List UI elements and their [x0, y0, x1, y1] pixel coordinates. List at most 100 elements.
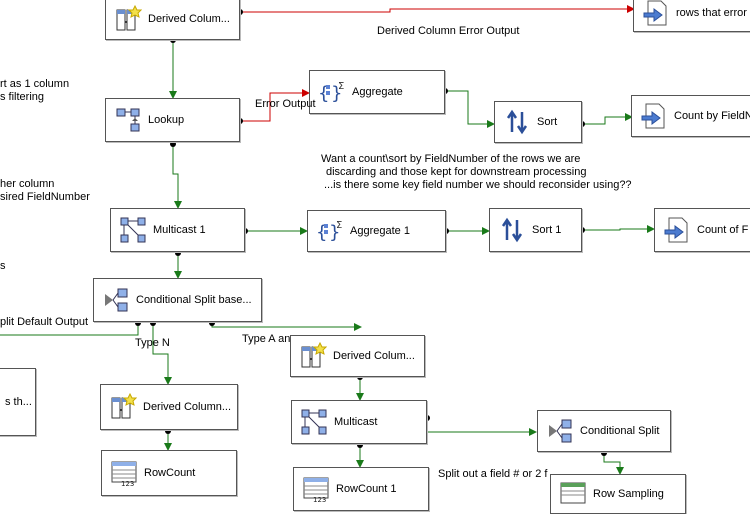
conditional-split-node[interactable]: Conditional Split — [537, 410, 671, 452]
path-sort1-to-countf[interactable] — [582, 225, 655, 233]
path-label-type-n: Type N — [135, 337, 170, 349]
port[interactable] — [237, 9, 243, 15]
multicast-icon — [301, 409, 327, 435]
path-multicast-to-csplit[interactable] — [426, 418, 537, 436]
annotation-line: her column — [0, 178, 55, 190]
sort-1-node[interactable]: Sort 1 — [489, 208, 582, 252]
multicast-1-node[interactable]: Multicast 1 — [110, 208, 245, 252]
conditional-split-icon — [105, 288, 128, 312]
node-label: Lookup — [148, 114, 185, 126]
annotation-line: ...is there some key field number we sho… — [324, 179, 632, 191]
multicast-icon — [120, 217, 146, 243]
multicast-node[interactable]: Multicast — [291, 400, 427, 444]
port[interactable] — [601, 450, 607, 456]
rowcount-icon: 123 — [111, 461, 137, 487]
derived-column-mid-node[interactable]: Derived Colum... — [290, 335, 425, 377]
node-label: Sort 1 — [532, 224, 562, 236]
derived-column-left-node[interactable]: Derived Column... — [100, 384, 238, 430]
error-path-derived-to-rows[interactable] — [240, 5, 635, 13]
annotation-center-note: Want a count\sort by FieldNumber of the … — [321, 153, 632, 192]
sort-node[interactable]: Sort — [494, 101, 582, 143]
port[interactable] — [237, 118, 243, 124]
node-label: Derived Colum... — [333, 350, 415, 362]
svg-text:Σ: Σ — [338, 81, 344, 92]
path-split-default-output[interactable] — [0, 323, 139, 336]
port[interactable] — [135, 320, 141, 326]
sort-icon — [501, 217, 523, 243]
node-label: Aggregate — [352, 86, 403, 98]
node-label: Aggregate 1 — [350, 225, 410, 237]
port[interactable] — [357, 442, 363, 448]
conditional-split-base-node[interactable]: Conditional Split base... — [93, 278, 262, 322]
derived-column-icon — [116, 5, 142, 31]
derived-column-top-node[interactable]: Derived Colum... — [105, 0, 240, 40]
rows-that-error-node[interactable]: rows that error — [633, 0, 750, 32]
path-type-a[interactable] — [211, 323, 362, 331]
sort-icon — [506, 109, 528, 135]
partial-left-node[interactable]: s th... — [0, 368, 36, 436]
aggregate-icon: { } Σ — [318, 81, 344, 104]
port[interactable] — [170, 37, 176, 43]
derived-column-icon — [111, 393, 137, 419]
destination-icon — [664, 217, 688, 243]
conditional-split-icon — [549, 419, 572, 443]
annotation-left-1: rt as 1 column s filtering — [0, 78, 69, 104]
port[interactable] — [579, 121, 585, 127]
annotation-left-3: s — [0, 260, 6, 272]
path-type-n[interactable] — [152, 323, 172, 385]
lookup-node[interactable]: Lookup — [105, 98, 240, 142]
lookup-icon — [116, 108, 140, 132]
annotation-line: rt as 1 column — [0, 78, 70, 90]
node-label: Conditional Split base... — [136, 294, 252, 306]
annotation-line: Want a count\sort by FieldNumber of the … — [321, 153, 581, 165]
path-sort-to-count[interactable] — [582, 113, 633, 125]
count-of-f-node[interactable]: Count of F — [654, 208, 750, 252]
aggregate-1-node[interactable]: { } Σ Aggregate 1 — [307, 210, 446, 252]
port[interactable] — [175, 250, 181, 256]
error-path-lookup-to-aggregate[interactable] — [240, 89, 310, 122]
aggregate-node[interactable]: { } Σ Aggregate — [309, 70, 445, 114]
node-label: rows that error — [676, 7, 747, 19]
path-aggregate-to-sort[interactable] — [445, 90, 495, 128]
port[interactable] — [150, 320, 156, 326]
row-sampling-node[interactable]: Row Sampling — [550, 474, 686, 514]
port[interactable] — [442, 88, 448, 94]
annotation-left-2: her column sired FieldNumber — [0, 178, 90, 204]
port[interactable] — [424, 415, 430, 421]
port[interactable] — [165, 428, 171, 434]
port[interactable] — [443, 228, 449, 234]
count-by-fieldnumber-node[interactable]: Count by FieldN — [631, 95, 750, 137]
rowcount-icon: 123 — [303, 477, 329, 503]
node-label: Conditional Split — [580, 425, 660, 437]
annotation-split-note: Split out a field # or 2 f — [438, 468, 548, 480]
path-label-split-default: plit Default Output — [0, 316, 89, 328]
rowcount-1-node[interactable]: 123 RowCount 1 — [293, 467, 429, 511]
node-label: RowCount 1 — [336, 483, 397, 495]
node-label: s th... — [5, 396, 32, 408]
port[interactable] — [170, 141, 176, 147]
aggregate-icon: { } Σ — [316, 220, 342, 243]
port[interactable] — [209, 320, 215, 326]
node-label: Multicast — [334, 416, 378, 428]
rowcount-node[interactable]: 123 RowCount — [101, 450, 237, 496]
svg-text:{: { — [318, 83, 329, 104]
derived-column-icon — [301, 342, 327, 368]
port[interactable] — [242, 228, 248, 234]
svg-text:Σ: Σ — [336, 220, 342, 231]
svg-text:}: } — [329, 222, 340, 243]
destination-icon — [641, 103, 665, 129]
path-label-type-a: Type A an — [242, 333, 291, 345]
path-lookup-to-multicast1[interactable] — [172, 144, 182, 209]
node-label: Sort — [537, 116, 558, 128]
port[interactable] — [579, 227, 585, 233]
node-label: Derived Colum... — [148, 13, 230, 25]
annotation-line: s filtering — [0, 91, 45, 103]
annotation-line: sired FieldNumber — [0, 191, 90, 203]
node-label: Count by FieldN — [674, 110, 750, 122]
row-sampling-icon — [560, 482, 586, 504]
port[interactable] — [357, 374, 363, 380]
path-csplit-to-rowsampling[interactable] — [603, 453, 624, 475]
svg-text:}: } — [331, 83, 342, 104]
node-label: Derived Column... — [143, 401, 232, 413]
destination-icon — [643, 0, 667, 26]
